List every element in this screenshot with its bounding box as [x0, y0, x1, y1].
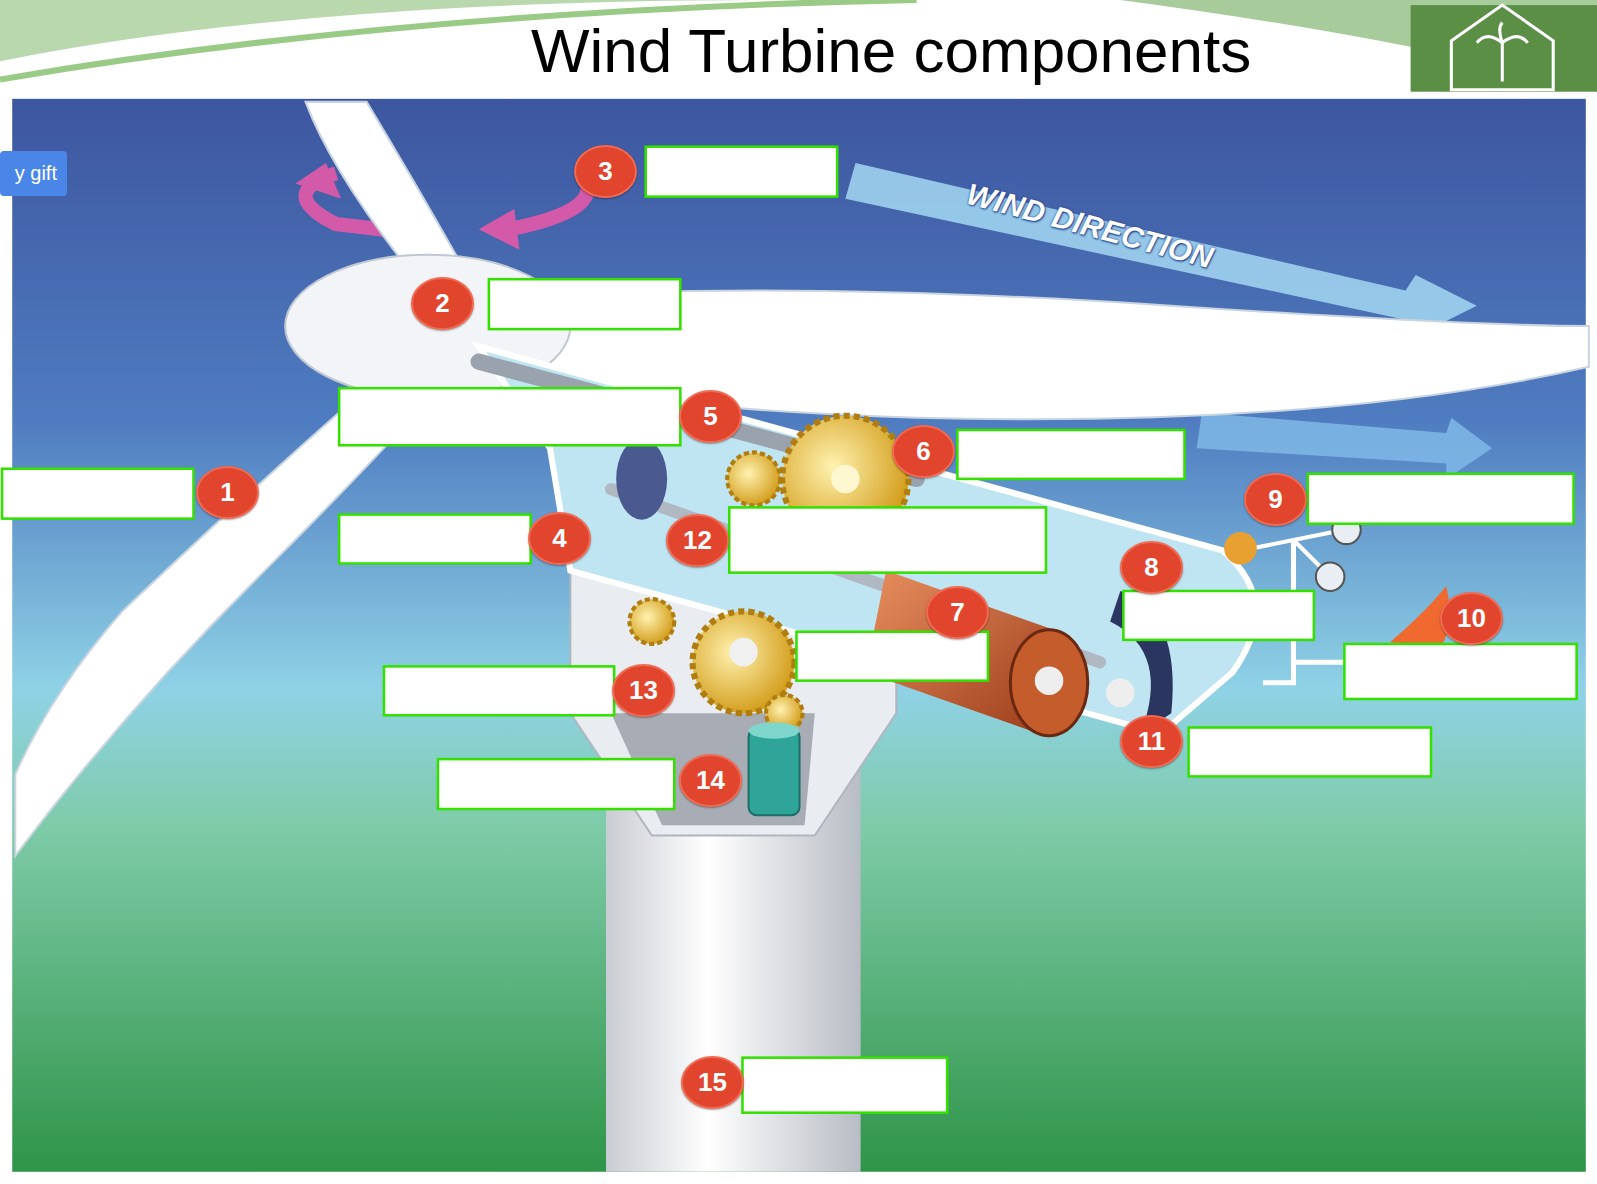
- slide-title: Wind Turbine components: [531, 15, 1251, 86]
- callout-text: 1: [220, 477, 234, 508]
- callout-text: 5: [703, 401, 717, 432]
- callout-number: 3: [574, 145, 637, 198]
- callout-text: 7: [950, 597, 964, 628]
- button-text: y gift: [15, 162, 57, 185]
- callout-text: 12: [683, 525, 712, 556]
- callout-text: 8: [1144, 552, 1158, 583]
- callout-text: 2: [435, 288, 449, 319]
- callout-number: 9: [1244, 473, 1307, 526]
- gift-button: y gift: [0, 151, 67, 196]
- callout-number: 10: [1440, 592, 1503, 645]
- callout-number: 4: [528, 512, 591, 565]
- callout-number: 5: [679, 390, 742, 443]
- callout-number: 11: [1120, 715, 1183, 768]
- callout-number: 15: [681, 1056, 744, 1109]
- callout-number: 7: [926, 586, 989, 639]
- callout-text: 6: [916, 436, 930, 467]
- callout-number: 2: [411, 277, 474, 330]
- callout-text: 10: [1457, 603, 1486, 634]
- callout-number: 8: [1120, 541, 1183, 594]
- callout-text: 3: [598, 156, 612, 187]
- callout-text: 11: [1138, 726, 1166, 757]
- callout-text: 9: [1268, 484, 1282, 515]
- callout-number: 6: [892, 425, 955, 478]
- callout-text: 14: [696, 765, 725, 796]
- callout-number: 12: [666, 514, 729, 567]
- callout-number: 13: [612, 664, 675, 717]
- callout-number: 14: [679, 754, 742, 807]
- callout-text: 13: [629, 675, 658, 706]
- callout-number: 1: [196, 466, 259, 519]
- callout-text: 4: [552, 523, 566, 554]
- callout-text: 15: [698, 1067, 727, 1098]
